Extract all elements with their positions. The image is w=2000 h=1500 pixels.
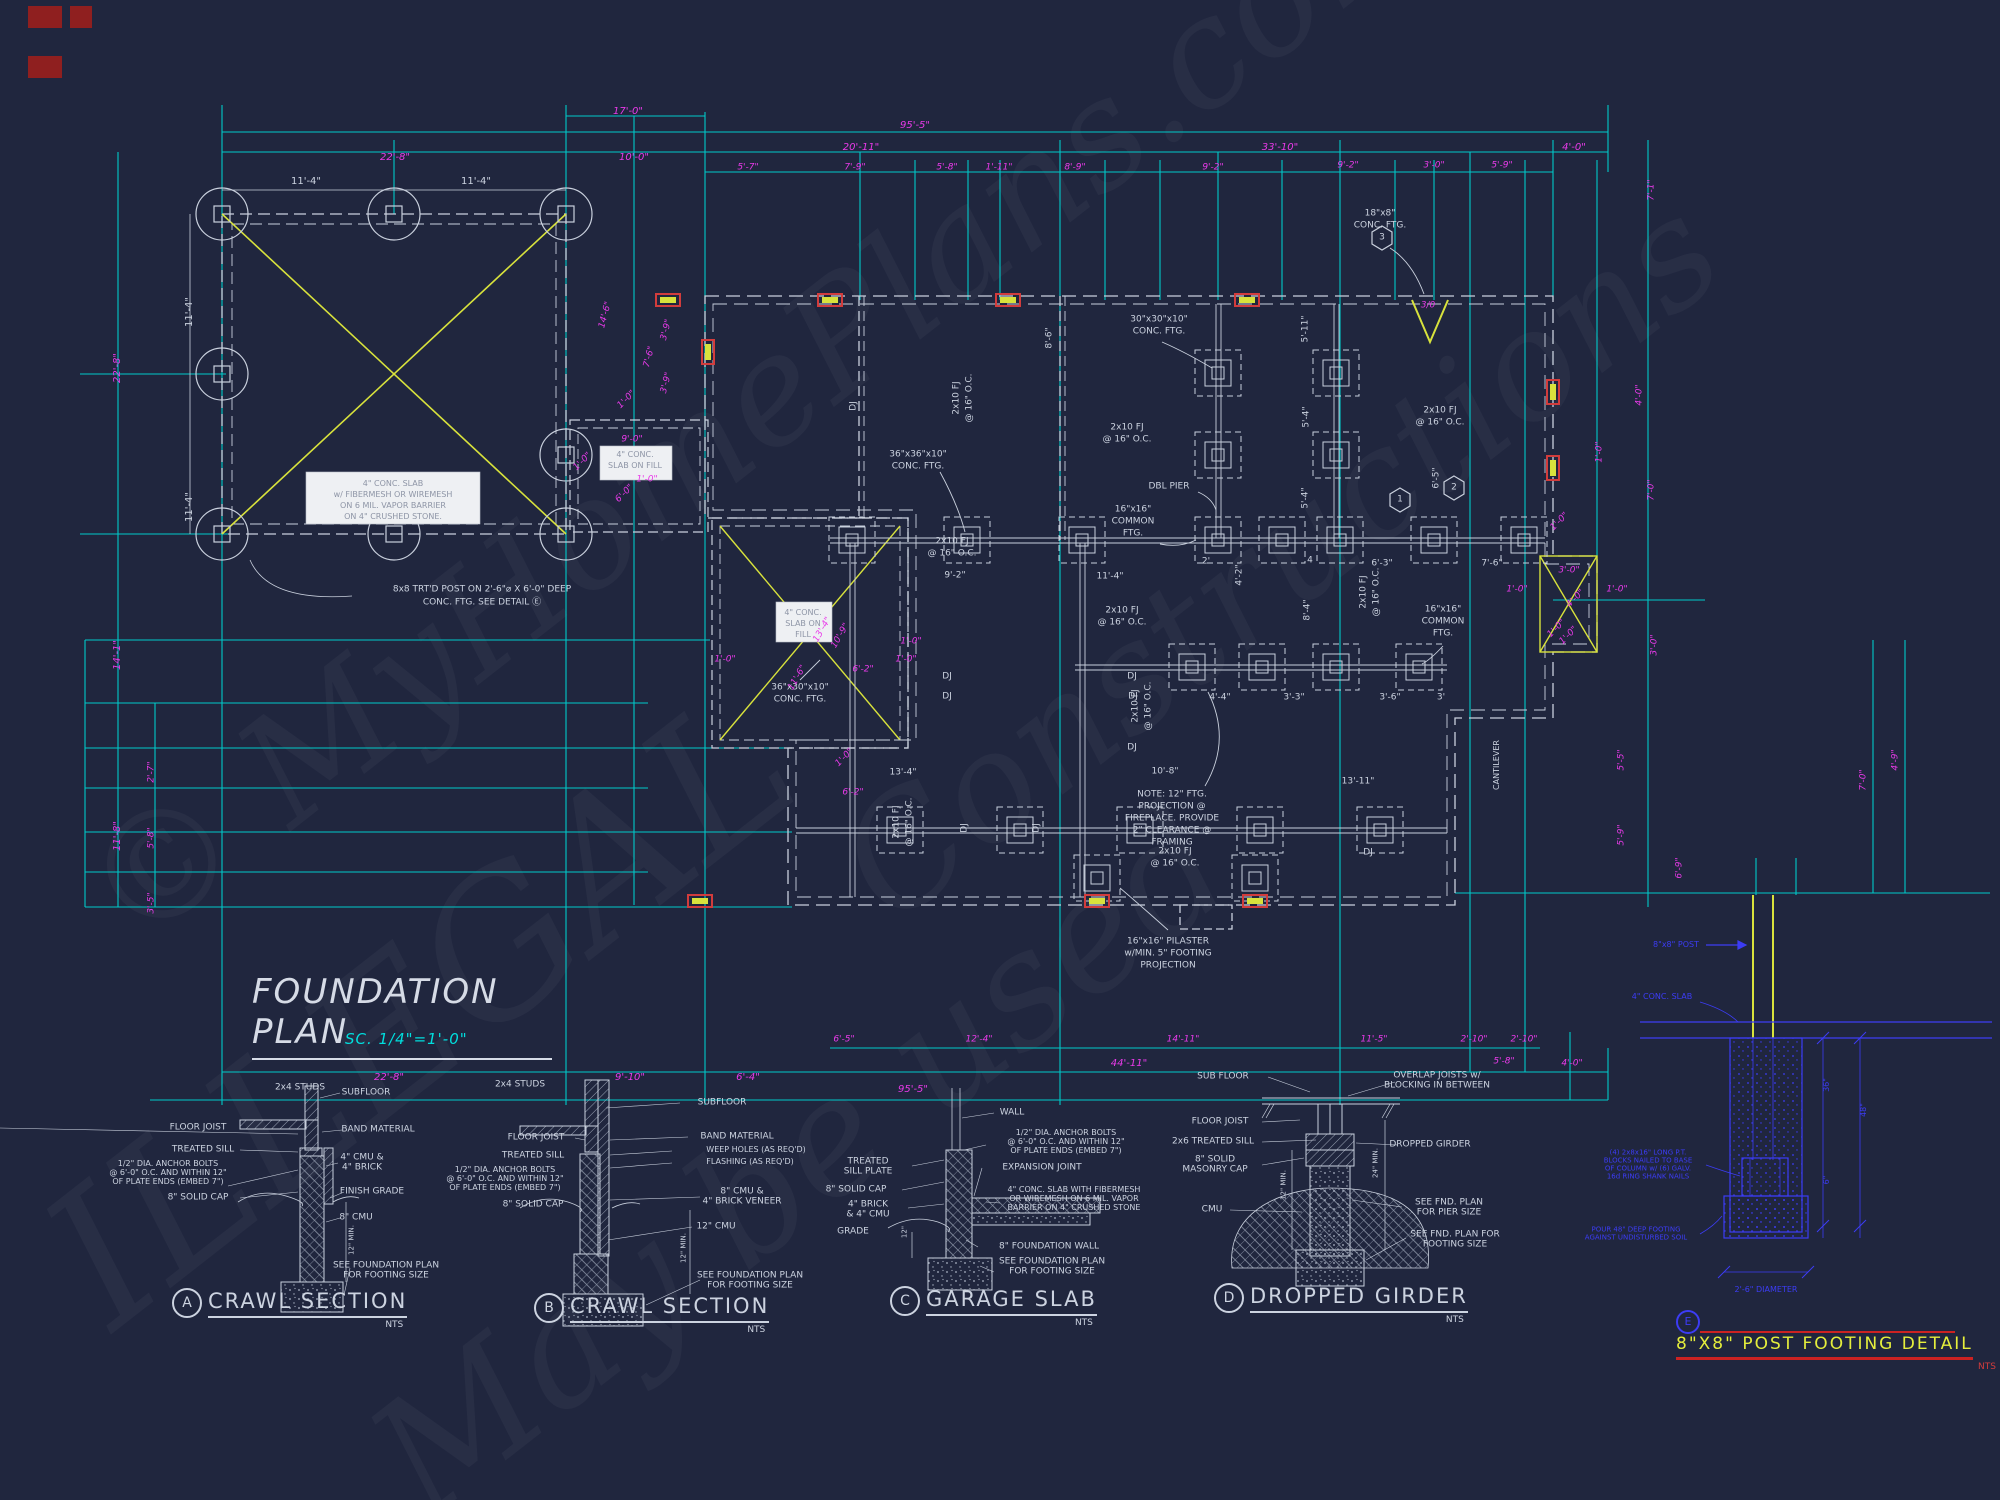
garage-plan: [189, 187, 593, 598]
detail-e-nts: NTS: [1978, 1362, 1996, 1372]
detail-d-nts: NTS: [1445, 1315, 1464, 1325]
detail-d-drawing: [1229, 1076, 1429, 1287]
detail-a-title-text: CRAWL SECTION: [208, 1289, 408, 1318]
detail-e-title-text: 8"X8" POST FOOTING DETAIL: [1676, 1334, 1973, 1360]
detail-c-tag: C: [890, 1286, 920, 1316]
anchor-tie-markers: [656, 294, 1559, 907]
detail-a-tag: A: [172, 1288, 202, 1318]
detail-d-tag: D: [1214, 1283, 1244, 1313]
connector-and-porch-plan: [569, 419, 909, 749]
detail-b-title-text: CRAWL SECTION: [570, 1294, 770, 1323]
detail-c-title-text: GARAGE SLAB: [926, 1287, 1097, 1316]
detail-e-tag: E: [1676, 1310, 1700, 1334]
detail-d-title-text: DROPPED GIRDER: [1250, 1284, 1468, 1313]
plan-scale: SC. 1/4"=1'-0": [345, 1030, 468, 1048]
detail-e-title: E8"X8" POST FOOTING DETAIL NTS: [1676, 1310, 2000, 1372]
plan-title: FOUNDATION PLAN: [252, 972, 552, 1060]
detail-a-nts: NTS: [385, 1320, 404, 1330]
detail-b-tag: B: [534, 1293, 564, 1323]
girders-and-piers: [796, 225, 1548, 931]
detail-c-drawing: [887, 1088, 1101, 1291]
detail-e-drawing: [1640, 895, 1992, 1333]
detail-b-drawing: [519, 1079, 701, 1327]
detail-a-drawing: [0, 1085, 360, 1313]
dimension-grid: [80, 105, 1990, 1105]
detail-b-nts: NTS: [747, 1325, 766, 1335]
main-foundation-walls: [704, 295, 1598, 930]
detail-c-nts: NTS: [1074, 1318, 1093, 1328]
red-corner-stamps: [28, 6, 92, 78]
